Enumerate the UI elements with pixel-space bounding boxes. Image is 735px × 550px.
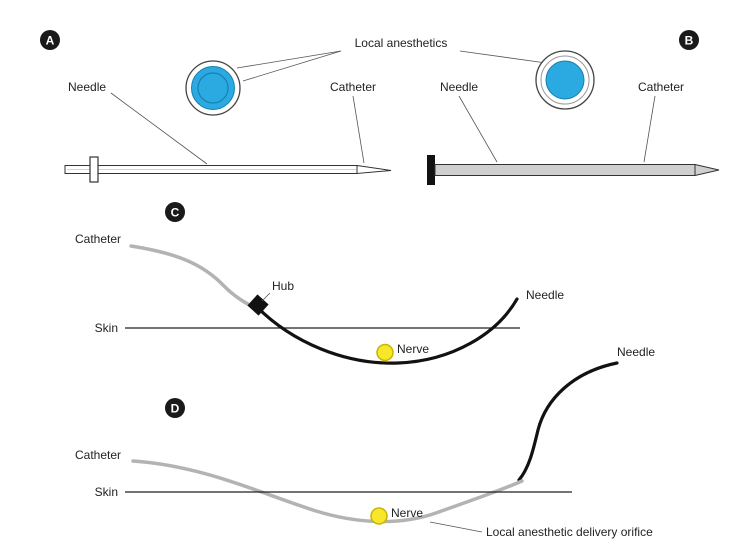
- needle-wall-ring-a: [197, 72, 229, 104]
- needle-label-d: Needle: [617, 345, 655, 359]
- cross-section-a: [185, 60, 241, 116]
- needle-curve-d: [517, 361, 619, 482]
- leader-line-needle-b: [458, 95, 498, 163]
- shared-local-anesthetics: Local anesthetics: [236, 36, 547, 82]
- orifice-label-d: Local anesthetic delivery orifice: [486, 525, 653, 539]
- needle-curve-c: [255, 297, 519, 365]
- panel-a: A Needle Catheter: [40, 30, 392, 183]
- hub-marker-b: [427, 155, 435, 185]
- panel-b: B Needle Catheter: [427, 30, 720, 185]
- leader-line-orifice-d: [429, 521, 483, 533]
- leader-line-catheter-b: [643, 95, 656, 163]
- cross-section-b: [535, 50, 595, 110]
- needle-label-c: Needle: [526, 288, 564, 302]
- leader-line-hub-c: [261, 292, 271, 302]
- needle-label-a: Needle: [68, 80, 106, 94]
- panel-d-badge-label: D: [171, 402, 180, 416]
- needle-catheter-assembly-a: [64, 156, 392, 183]
- anesthetic-disc-b: [545, 60, 585, 100]
- nerve-label-c: Nerve: [397, 342, 429, 356]
- needle-shaft-b: [434, 164, 696, 176]
- catheter-curve-c: [129, 244, 257, 310]
- hub-label-c: Hub: [272, 279, 294, 293]
- panel-c-badge-icon: [165, 202, 185, 222]
- leader-line-la-to-b: [459, 50, 547, 64]
- local-anesthetics-label: Local anesthetics: [355, 36, 448, 50]
- leader-line-la-to-a-outer: [236, 50, 342, 69]
- catheter-curve-d: [131, 459, 524, 524]
- panel-d: D Needle Catheter Skin Nerve Local anest…: [75, 345, 655, 539]
- panel-a-badge-label: A: [46, 34, 55, 48]
- catheter-label-d: Catheter: [75, 448, 121, 462]
- panel-a-badge-icon: [40, 30, 60, 50]
- panel-b-badge-label: B: [685, 34, 694, 48]
- panel-d-badge-icon: [165, 398, 185, 418]
- hub-marker-a: [89, 156, 99, 183]
- panel-c-badge-label: C: [171, 206, 180, 220]
- needle-label-b: Needle: [440, 80, 478, 94]
- needle-tip-b: [694, 163, 720, 177]
- skin-label-c: Skin: [95, 321, 118, 335]
- nerve-circle-c: [376, 343, 394, 362]
- leader-line-la-to-a-inner: [242, 50, 342, 82]
- catheter-label-a: Catheter: [330, 80, 376, 94]
- needle-assembly-b: [427, 155, 720, 185]
- catheter-label-b: Catheter: [638, 80, 684, 94]
- skin-label-d: Skin: [95, 485, 118, 499]
- needle-tip-a: [356, 164, 392, 175]
- leader-line-catheter-a: [352, 95, 365, 164]
- panel-b-badge-icon: [679, 30, 699, 50]
- leader-line-needle-a: [110, 92, 208, 165]
- nerve-circle-d: [370, 507, 388, 525]
- catheter-label-c: Catheter: [75, 232, 121, 246]
- nerve-label-d: Nerve: [391, 506, 423, 520]
- panel-c: C Catheter Hub Skin Needle Nerve: [75, 202, 564, 365]
